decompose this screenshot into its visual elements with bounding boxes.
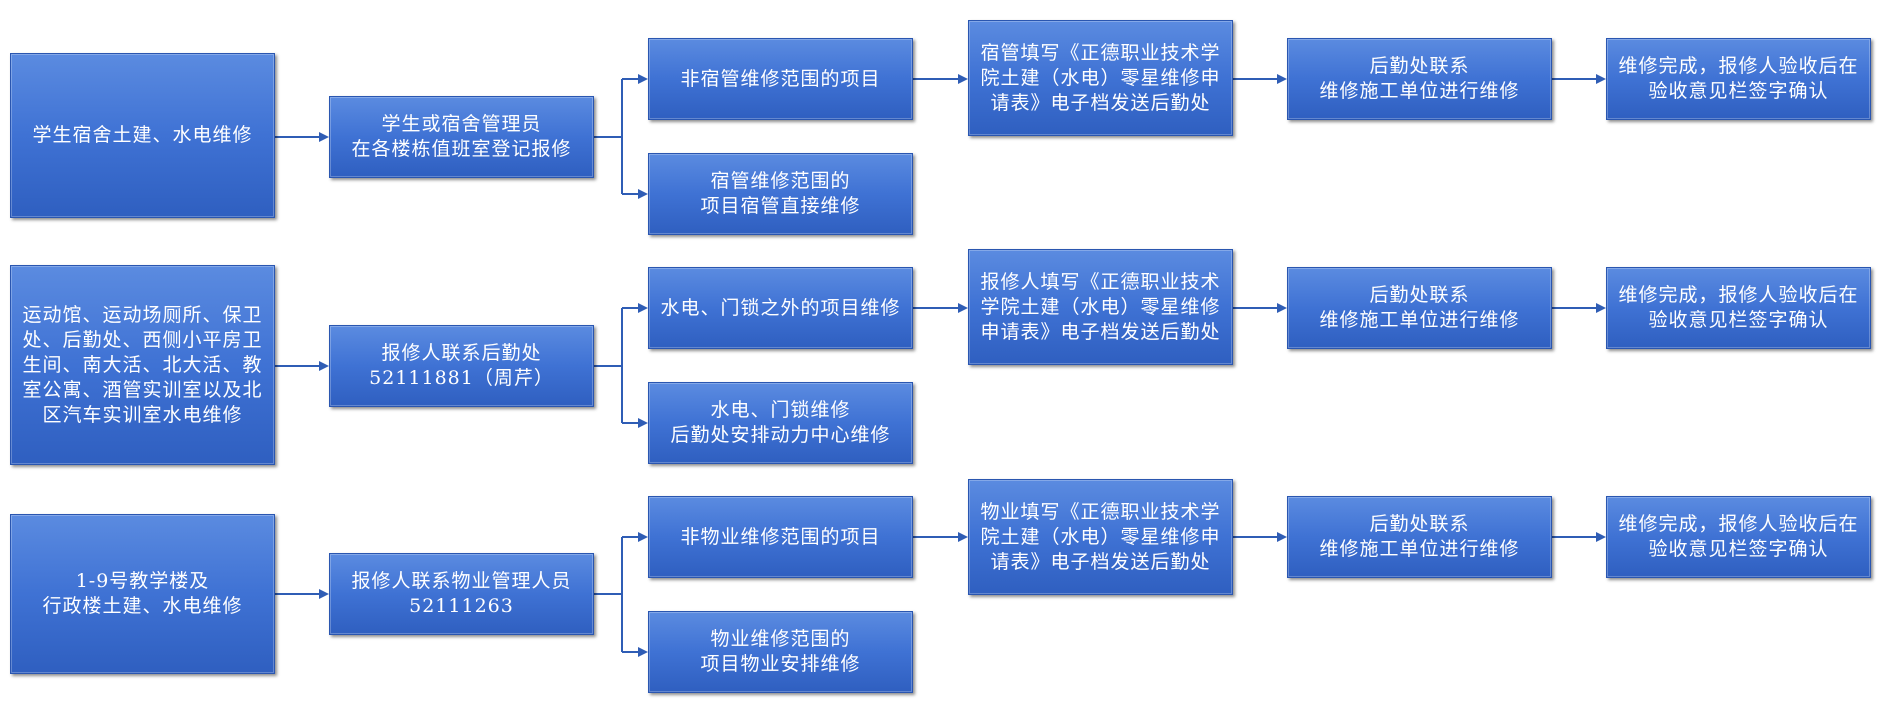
completion-box-1: 维修完成，报修人验收后在验收意见栏签字确认 — [1606, 38, 1871, 120]
edge-external-application-2-arrowhead — [958, 303, 968, 313]
internal-scope-box-1: 宿管维修范围的 项目宿管直接维修 — [648, 153, 913, 235]
completion-box-label: 维修完成，报修人验收后在验收意见栏签字确认 — [1618, 284, 1859, 331]
dispatch-box-2: 后勤处联系 维修施工单位进行维修 — [1287, 267, 1552, 349]
application-box-1: 宿管填写《正德职业技术学院土建（水电）零星维修申请表》电子档发送后勤处 — [968, 20, 1233, 136]
completion-box-label: 维修完成，报修人验收后在验收意见栏签字确认 — [1618, 513, 1859, 560]
external-scope-box-2: 水电、门锁之外的项目维修 — [648, 267, 913, 349]
completion-box-2: 维修完成，报修人验收后在验收意见栏签字确认 — [1606, 267, 1871, 349]
dispatch-box-label: 后勤处联系 维修施工单位进行维修 — [1319, 513, 1520, 560]
application-box-2: 报修人填写《正德职业技术学院土建（水电）零星维修申请表》电子档发送后勤处 — [968, 249, 1233, 365]
edge-dispatch-completion-3-arrowhead — [1596, 532, 1606, 542]
contact-box-label: 报修人联系物业管理人员 52111263 — [351, 570, 572, 617]
external-scope-box-1: 非宿管维修范围的项目 — [648, 38, 913, 120]
edge-split-external-2-arrowhead — [638, 303, 648, 313]
contact-box-1: 学生或宿舍管理员 在各楼栋值班室登记报修 — [329, 96, 594, 178]
completion-box-3: 维修完成，报修人验收后在验收意见栏签字确认 — [1606, 496, 1871, 578]
internal-scope-box-2: 水电、门锁维修 后勤处安排动力中心维修 — [648, 382, 913, 464]
source-box-2: 运动馆、运动场厕所、保卫处、后勤处、西侧小平房卫生间、南大活、北大活、教室公寓、… — [10, 265, 275, 465]
edge-source-contact-3-arrowhead — [319, 589, 329, 599]
application-box-3: 物业填写《正德职业技术学院土建（水电）零星维修申请表》电子档发送后勤处 — [968, 479, 1233, 595]
source-box-label: 学生宿舍土建、水电维修 — [32, 124, 253, 146]
dispatch-box-label: 后勤处联系 维修施工单位进行维修 — [1319, 55, 1520, 102]
edge-split-external-1-arrowhead — [638, 74, 648, 84]
internal-scope-box-3: 物业维修范围的 项目物业安排维修 — [648, 611, 913, 693]
external-scope-box-label: 非宿管维修范围的项目 — [680, 67, 881, 90]
external-scope-box-label: 水电、门锁之外的项目维修 — [660, 296, 901, 319]
edge-split-external-3-arrowhead — [638, 532, 648, 542]
application-box-label: 报修人填写《正德职业技术学院土建（水电）零星维修申请表》电子档发送后勤处 — [980, 270, 1221, 343]
source-box-3: 1-9号教学楼及 行政楼土建、水电维修 — [10, 514, 275, 674]
internal-scope-box-label: 水电、门锁维修 后勤处安排动力中心维修 — [670, 399, 891, 446]
contact-box-3: 报修人联系物业管理人员 52111263 — [329, 553, 594, 635]
application-box-label: 物业填写《正德职业技术学院土建（水电）零星维修申请表》电子档发送后勤处 — [980, 500, 1221, 573]
edge-dispatch-completion-1-arrowhead — [1596, 74, 1606, 84]
edge-split-internal-2-arrowhead — [638, 418, 648, 428]
contact-box-2: 报修人联系后勤处 52111881（周芹） — [329, 325, 594, 407]
external-scope-box-label: 非物业维修范围的项目 — [680, 525, 881, 548]
external-scope-box-3: 非物业维修范围的项目 — [648, 496, 913, 578]
edge-application-dispatch-3-arrowhead — [1277, 532, 1287, 542]
application-box-label: 宿管填写《正德职业技术学院土建（水电）零星维修申请表》电子档发送后勤处 — [980, 41, 1221, 114]
internal-scope-box-label: 物业维修范围的 项目物业安排维修 — [700, 628, 861, 675]
internal-scope-box-label: 宿管维修范围的 项目宿管直接维修 — [700, 170, 861, 217]
contact-box-label: 报修人联系后勤处 52111881（周芹） — [369, 342, 554, 389]
edge-application-dispatch-1-arrowhead — [1277, 74, 1287, 84]
edge-dispatch-completion-2-arrowhead — [1596, 303, 1606, 313]
dispatch-box-3: 后勤处联系 维修施工单位进行维修 — [1287, 496, 1552, 578]
edge-split-internal-3-arrowhead — [638, 647, 648, 657]
edge-split-internal-1-arrowhead — [638, 189, 648, 199]
dispatch-box-1: 后勤处联系 维修施工单位进行维修 — [1287, 38, 1552, 120]
source-box-1: 学生宿舍土建、水电维修 — [10, 53, 275, 218]
completion-box-label: 维修完成，报修人验收后在验收意见栏签字确认 — [1618, 55, 1859, 102]
contact-box-label: 学生或宿舍管理员 在各楼栋值班室登记报修 — [351, 113, 572, 160]
edge-application-dispatch-2-arrowhead — [1277, 303, 1287, 313]
source-box-label: 1-9号教学楼及 行政楼土建、水电维修 — [42, 570, 243, 617]
edge-source-contact-2-arrowhead — [319, 361, 329, 371]
edge-external-application-1-arrowhead — [958, 74, 968, 84]
edge-external-application-3-arrowhead — [958, 532, 968, 542]
dispatch-box-label: 后勤处联系 维修施工单位进行维修 — [1319, 284, 1520, 331]
source-box-label: 运动馆、运动场厕所、保卫处、后勤处、西侧小平房卫生间、南大活、北大活、教室公寓、… — [22, 303, 263, 426]
edge-source-contact-1-arrowhead — [319, 132, 329, 142]
